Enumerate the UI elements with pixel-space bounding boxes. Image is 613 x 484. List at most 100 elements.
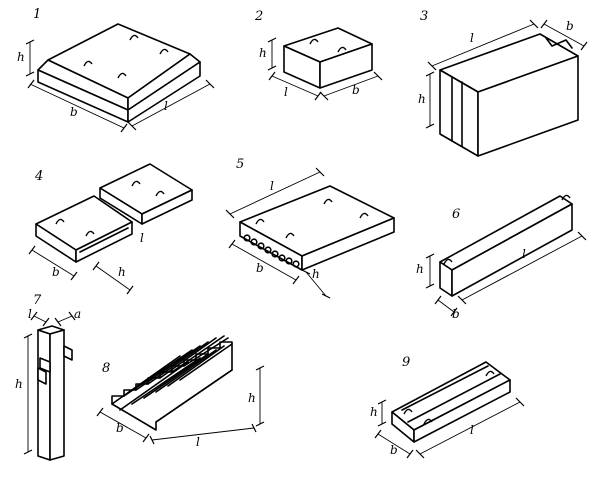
item-5-label-b: b	[256, 261, 264, 275]
item-1-number: 1	[33, 7, 41, 22]
item-5-label-l: l	[270, 179, 274, 193]
item-2-label-h: h	[259, 46, 267, 60]
item-3-label-h: h	[418, 92, 426, 106]
item-4-hook-icon	[131, 180, 141, 187]
item-5-hook-icon	[323, 198, 333, 205]
item-4-dim-h	[95, 265, 131, 291]
item-8-number: 8	[102, 361, 110, 376]
item-4-back-slab-side	[141, 189, 193, 225]
item-7-front-face	[37, 329, 51, 461]
item-7-number: 7	[33, 293, 42, 308]
item-8-label-b: b	[116, 421, 124, 435]
item-9-rib	[407, 373, 501, 423]
item-4-label-h: h	[118, 265, 126, 279]
item-7-label-h: h	[15, 377, 23, 391]
item-8-stair-body	[111, 341, 233, 431]
item-1-dim-l	[131, 83, 211, 127]
item-8-tread-lines	[111, 335, 233, 423]
item-3-dim-l	[431, 23, 535, 67]
item-1-label-l: l	[164, 99, 168, 113]
item-1-hook-icon	[129, 34, 139, 41]
item-4-label-l: l	[140, 231, 144, 245]
item-6-dim-b	[437, 299, 455, 313]
item-2-side-face	[319, 43, 373, 89]
item-8-label-h: h	[248, 391, 256, 405]
item-5-number: 5	[236, 157, 244, 172]
item-9-label-l: l	[470, 423, 474, 437]
item-4-label-b: b	[52, 265, 60, 279]
item-6-label-b: b	[452, 307, 460, 321]
item-9-hook-icon	[485, 370, 495, 377]
item-1-side-face	[127, 61, 201, 123]
item-6-hook-icon	[561, 194, 571, 201]
item-7-label-a: a	[74, 307, 81, 321]
item-4-slab-ledge	[79, 227, 129, 253]
item-7-side-face	[49, 329, 65, 461]
item-2-dim-b	[323, 75, 379, 97]
item-4-floor-slabs: 4 b l h	[28, 163, 193, 295]
item-5-hook-icon	[255, 218, 265, 225]
item-2-hook-icon	[337, 46, 347, 53]
item-1-hook-icon	[117, 72, 127, 79]
item-2-label-b: b	[352, 83, 360, 97]
item-7-dim-l	[33, 315, 47, 323]
item-9-side-face	[413, 379, 511, 443]
item-9-number: 9	[402, 355, 410, 370]
item-5-cores	[243, 234, 300, 268]
item-6-beam: 6 h l b	[416, 194, 587, 321]
item-3-dim-b	[543, 23, 585, 47]
item-6-number: 6	[452, 207, 460, 222]
item-4-front-slab-side	[75, 221, 133, 263]
item-4-hook-icon	[55, 218, 65, 225]
item-1-label-b: b	[70, 105, 78, 119]
item-5-side-face	[301, 217, 395, 271]
item-5-dim-l	[229, 171, 321, 215]
item-2-label-l: l	[284, 85, 288, 99]
item-9-hook-icon	[403, 408, 413, 415]
item-2-dim-l	[271, 75, 319, 97]
item-1-hook-icon	[83, 60, 93, 67]
item-7-console	[39, 357, 51, 373]
item-7-column: 7 l a h	[15, 293, 81, 461]
item-7-console	[37, 367, 47, 385]
item-4-hook-icon	[155, 190, 165, 197]
item-6-label-h: h	[416, 262, 424, 276]
item-2-number: 2	[254, 9, 263, 24]
item-1-dim-b	[29, 83, 125, 129]
item-6-dim-l	[461, 235, 583, 301]
item-6-hook-icon	[443, 258, 453, 265]
item-3-groove-top	[545, 37, 573, 49]
item-8-dim-l	[151, 427, 255, 441]
item-9-dim-b	[377, 433, 411, 455]
item-7-dim-a	[57, 315, 73, 323]
item-8-stair-flight: 8 h b l	[96, 335, 265, 449]
item-3-side-face	[477, 55, 579, 157]
item-9-label-h: h	[370, 405, 378, 419]
item-2-hook-icon	[309, 38, 319, 45]
item-4-hook-icon	[85, 230, 95, 237]
item-4-dim-b	[31, 249, 75, 277]
item-5-hook-icon	[285, 232, 295, 239]
item-3-label-b: b	[566, 19, 574, 33]
item-6-label-l: l	[522, 247, 526, 261]
item-1-hook-icon	[159, 48, 169, 55]
item-9-label-b: b	[390, 443, 398, 457]
item-9-rib	[401, 365, 489, 411]
item-3-number: 3	[420, 9, 428, 24]
item-3-wall-block: 3 h l b	[418, 9, 588, 157]
item-5-dim-h	[305, 271, 327, 297]
item-1-foundation-slab: 1 h b l	[17, 7, 215, 133]
item-1-label-h: h	[17, 50, 25, 64]
item-5-hook-icon	[359, 212, 369, 219]
item-5-hollow-core-slab: 5 l b h	[225, 157, 395, 299]
item-4-number: 4	[34, 169, 43, 184]
item-3-label-l: l	[470, 31, 474, 45]
item-9-hook-icon	[423, 418, 433, 425]
item-5-dim-b	[231, 243, 297, 281]
item-9-landing-slab: 9 h b l	[370, 355, 525, 459]
item-7-console	[63, 345, 73, 361]
item-8-dim-b	[99, 411, 147, 439]
item-6-side-face	[451, 203, 573, 297]
